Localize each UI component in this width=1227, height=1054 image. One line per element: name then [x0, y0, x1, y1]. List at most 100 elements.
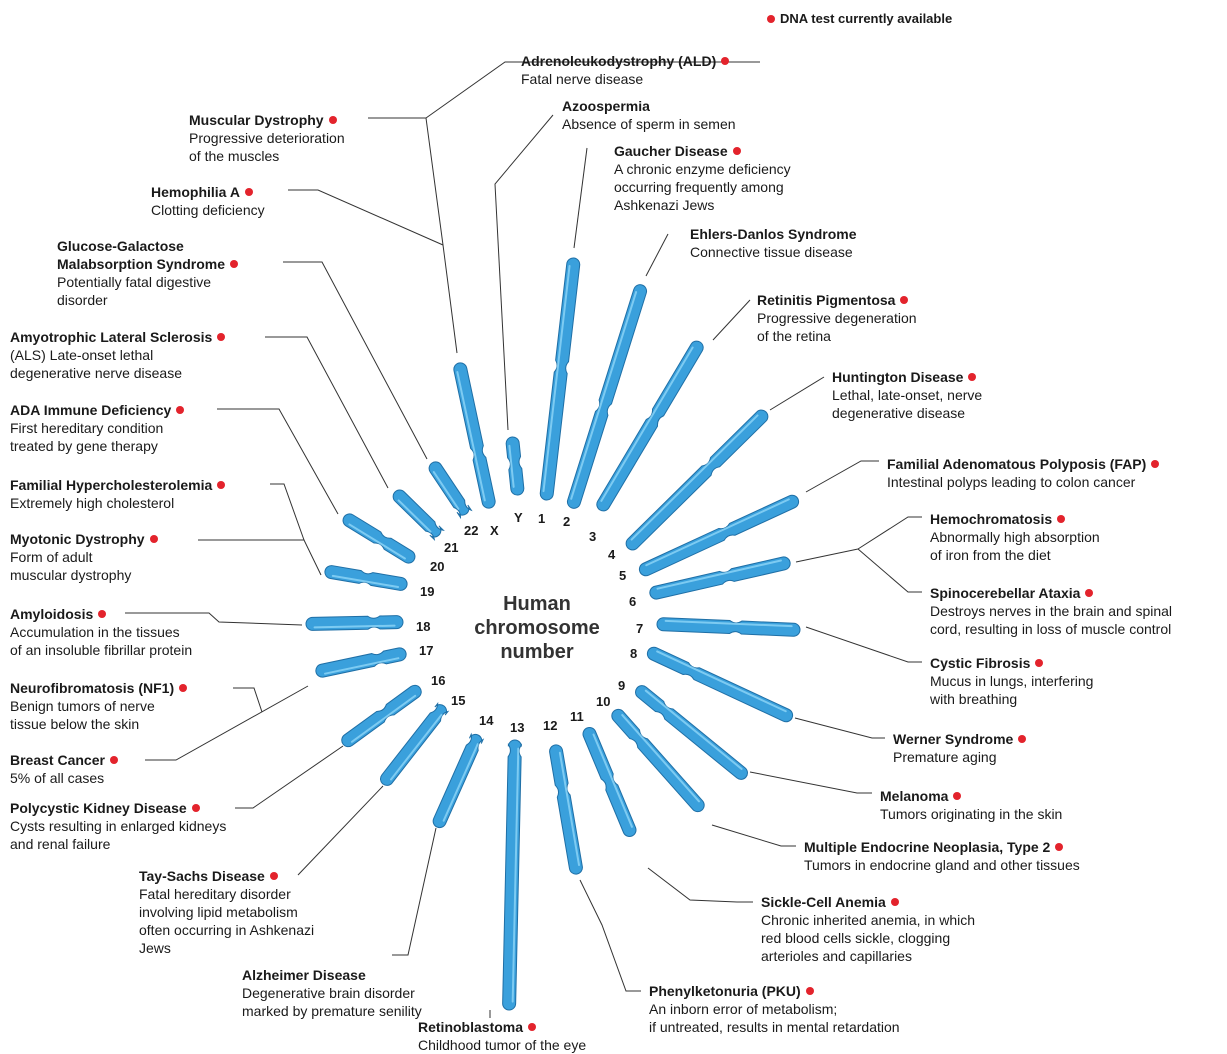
- chromosome-14: [432, 732, 485, 829]
- chromosome-21: [392, 489, 445, 541]
- disease-description: Childhood tumor of the eye: [418, 1037, 587, 1053]
- disease-description: Ashkenazi Jews: [614, 197, 715, 213]
- disease-title: Polycystic Kidney Disease: [10, 799, 226, 817]
- disease-description: Chronic inherited anemia, in which: [761, 912, 975, 928]
- leader-line: [647, 867, 753, 903]
- leader-line: [198, 539, 322, 576]
- leader-line: [425, 61, 760, 119]
- disease-description: Mucus in lungs, interfering: [930, 673, 1094, 689]
- disease-description: Potentially fatal digestive: [57, 274, 212, 290]
- disease-description: and renal failure: [10, 836, 111, 852]
- chromosome-number-14: 14: [479, 713, 494, 728]
- chromosome-number-5: 5: [619, 568, 627, 583]
- chromosome-number-2: 2: [563, 514, 571, 529]
- disease-title: Neurofibromatosis (NF1): [10, 679, 188, 697]
- disease-description: often occurring in Ashkenazi: [139, 922, 315, 938]
- red-dot-icon: [230, 260, 239, 269]
- disease-description: Cysts resulting in enlarged kidneys: [10, 818, 227, 834]
- leader-line: [857, 548, 922, 593]
- chromosome-12: [549, 744, 583, 875]
- disease-description: Form of adult: [10, 549, 93, 565]
- leader-line: [425, 117, 458, 354]
- disease-title: Adrenoleukodystrophy (ALD): [521, 52, 730, 70]
- disease-description: Abnormally high absorption: [930, 529, 1100, 545]
- disease-description: Tumors in endocrine gland and other tiss…: [804, 857, 1080, 873]
- disease-description: Clotting deficiency: [151, 202, 265, 218]
- leader-line: [795, 548, 859, 563]
- disease-description: Benign tumors of nerve: [10, 698, 155, 714]
- chromosome-number-8: 8: [630, 646, 638, 661]
- chromosome-number-18: 18: [416, 619, 431, 634]
- disease-title: Phenylketonuria (PKU): [649, 982, 900, 1000]
- chromosome-number-9: 9: [618, 678, 626, 693]
- disease-title: Sickle-Cell Anemia: [761, 893, 975, 911]
- red-dot-icon: [176, 406, 185, 415]
- disease-description: 5% of all cases: [10, 770, 105, 786]
- chromosome-10: [611, 708, 705, 813]
- chromosome-18: [305, 615, 404, 631]
- disease-description: arterioles and capillaries: [761, 948, 912, 964]
- disease-description: Tumors originating in the skin: [880, 806, 1063, 822]
- chromosome-number-6: 6: [629, 594, 637, 609]
- chromosome-1: [539, 257, 581, 501]
- red-dot-icon: [721, 57, 730, 66]
- red-dot-icon: [1035, 659, 1044, 668]
- leader-line: [805, 460, 879, 493]
- disease-description: red blood cells sickle, clogging: [761, 930, 951, 946]
- disease-description: with breathing: [930, 691, 1018, 707]
- chromosome-y: [505, 436, 525, 496]
- disease-description: cord, resulting in loss of muscle contro…: [930, 621, 1172, 637]
- red-dot-icon: [1085, 589, 1094, 598]
- disease-description: (ALS) Late-onset lethal: [10, 347, 154, 363]
- disease-description: Destroys nerves in the brain and spinal: [930, 603, 1173, 619]
- disease-description: Intestinal polyps leading to colon cance…: [887, 474, 1136, 490]
- disease-title: Werner Syndrome: [893, 730, 1027, 748]
- chromosome-number-22: 22: [464, 523, 479, 538]
- red-dot-icon: [890, 898, 899, 907]
- chromosome-3: [596, 340, 704, 512]
- red-dot-icon: [767, 14, 775, 23]
- disease-title: Gaucher Disease: [614, 142, 791, 160]
- chromosome-number-11: 11: [570, 709, 584, 724]
- chromosome-7: [656, 617, 801, 637]
- chromosome-number-19: 19: [420, 584, 435, 599]
- disease-description: of the retina: [757, 328, 831, 344]
- disease-description: marked by premature senility: [242, 1003, 422, 1019]
- chromosome-x: [453, 362, 496, 509]
- red-dot-icon: [900, 296, 909, 305]
- center-label: Human chromosome number: [474, 593, 600, 663]
- red-dot-icon: [1018, 735, 1027, 744]
- red-dot-icon: [149, 535, 158, 544]
- chromosome-number-16: 16: [431, 673, 446, 688]
- disease-description: Premature aging: [893, 749, 997, 765]
- chromosome-6: [649, 556, 791, 600]
- red-dot-icon: [191, 804, 200, 813]
- disease-description: Progressive deterioration: [189, 130, 345, 146]
- disease-description: Jews: [139, 940, 171, 956]
- leader-line: [288, 189, 444, 246]
- chromosome-number-15: 15: [451, 693, 466, 708]
- leader-line: [645, 233, 669, 277]
- disease-label-als: Amyotrophic Lateral Sclerosis(ALS) Late-…: [10, 328, 226, 382]
- red-dot-icon: [217, 333, 226, 342]
- disease-description: Lethal, late-onset, nerve: [832, 387, 983, 403]
- chromosome-11: [582, 727, 637, 837]
- chromosome-number-12: 12: [543, 718, 558, 733]
- disease-title: Tay-Sachs Disease: [139, 867, 314, 885]
- chromosome-4: [625, 409, 769, 551]
- red-dot-icon: [1057, 515, 1066, 524]
- red-dot-icon: [179, 684, 188, 693]
- disease-title: Amyotrophic Lateral Sclerosis: [10, 328, 226, 346]
- disease-description: Fatal hereditary disorder: [139, 886, 291, 902]
- leader-line: [805, 626, 922, 663]
- disease-description: Accumulation in the tissues: [10, 624, 180, 640]
- legend: DNA test currently available: [767, 11, 952, 26]
